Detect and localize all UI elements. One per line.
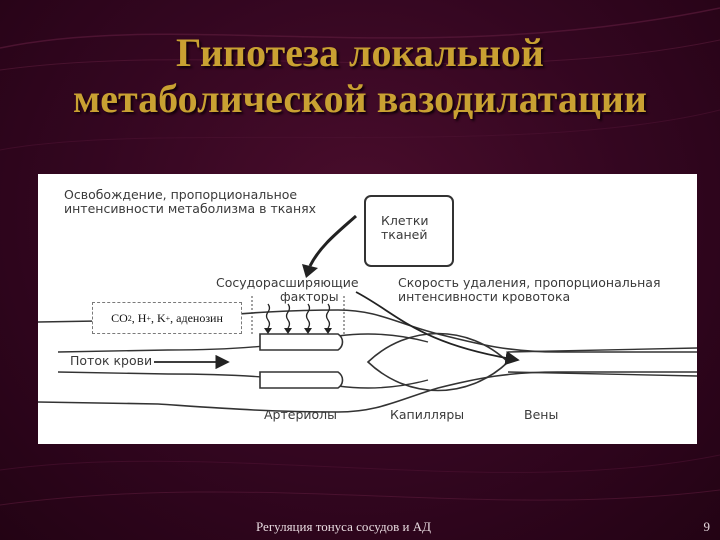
veins-label: Вены [524,407,559,422]
title-line-1: Гипотеза локальной [176,30,544,75]
vasodilators-label: Сосудорасширяющие факторы [216,276,359,304]
ion-h-superscript: + [146,313,151,323]
ion-k-superscript: + [165,313,171,323]
diffusion-arrows [265,303,331,329]
slide-footer: Регуляция тонуса сосудов и АД [256,519,431,534]
cells-label-line-1: Клетки [381,213,429,228]
ion-k: , K [150,310,166,325]
release-arrow [308,214,357,267]
cells-label: Клетки тканей [381,214,429,242]
ion-co: CO [111,310,128,325]
vasodilators-label-line-2: факторы [279,289,339,304]
venule-wall [507,347,697,353]
page-number: 9 [703,519,711,534]
ion-h: , H [131,310,147,325]
removal-label-line-2: интенсивности кровотока [398,289,571,304]
blood-flow-label: Поток крови [70,353,153,368]
release-label: Освобождение, пропорциональное интенсивн… [64,188,316,216]
capillaries-label: Капилляры [390,407,465,422]
vasodilators-label-line-1: Сосудорасширяющие [216,275,359,290]
removal-rate-label: Скорость удаления, пропорциональная инте… [398,276,660,304]
arteriole-inner-lower [57,371,429,389]
arteriole-lower-wall [38,371,697,413]
arteriole-segment [259,333,344,351]
adenosine-label: , аденозин [170,310,223,325]
release-label-line-2: интенсивности метаболизма в тканях [64,201,317,216]
arteriole-inner-upper [57,333,429,353]
slide-title: Гипотеза локальной метаболической вазоди… [0,30,720,122]
cells-label-line-2: тканей [381,227,428,242]
arterioles-label: Артериолы [264,407,338,422]
removal-label-line-1: Скорость удаления, пропорциональная [398,275,661,290]
release-label-line-1: Освобождение, пропорциональное [64,187,298,202]
capillary-network [366,332,510,392]
tissue-cells-box [364,195,454,267]
diagram-panel: Освобождение, пропорциональное интенсивн… [38,174,697,444]
ion-co-subscript: 2 [127,313,132,323]
title-line-2: метаболической вазодилатации [73,76,647,121]
removal-arrow [355,291,520,366]
